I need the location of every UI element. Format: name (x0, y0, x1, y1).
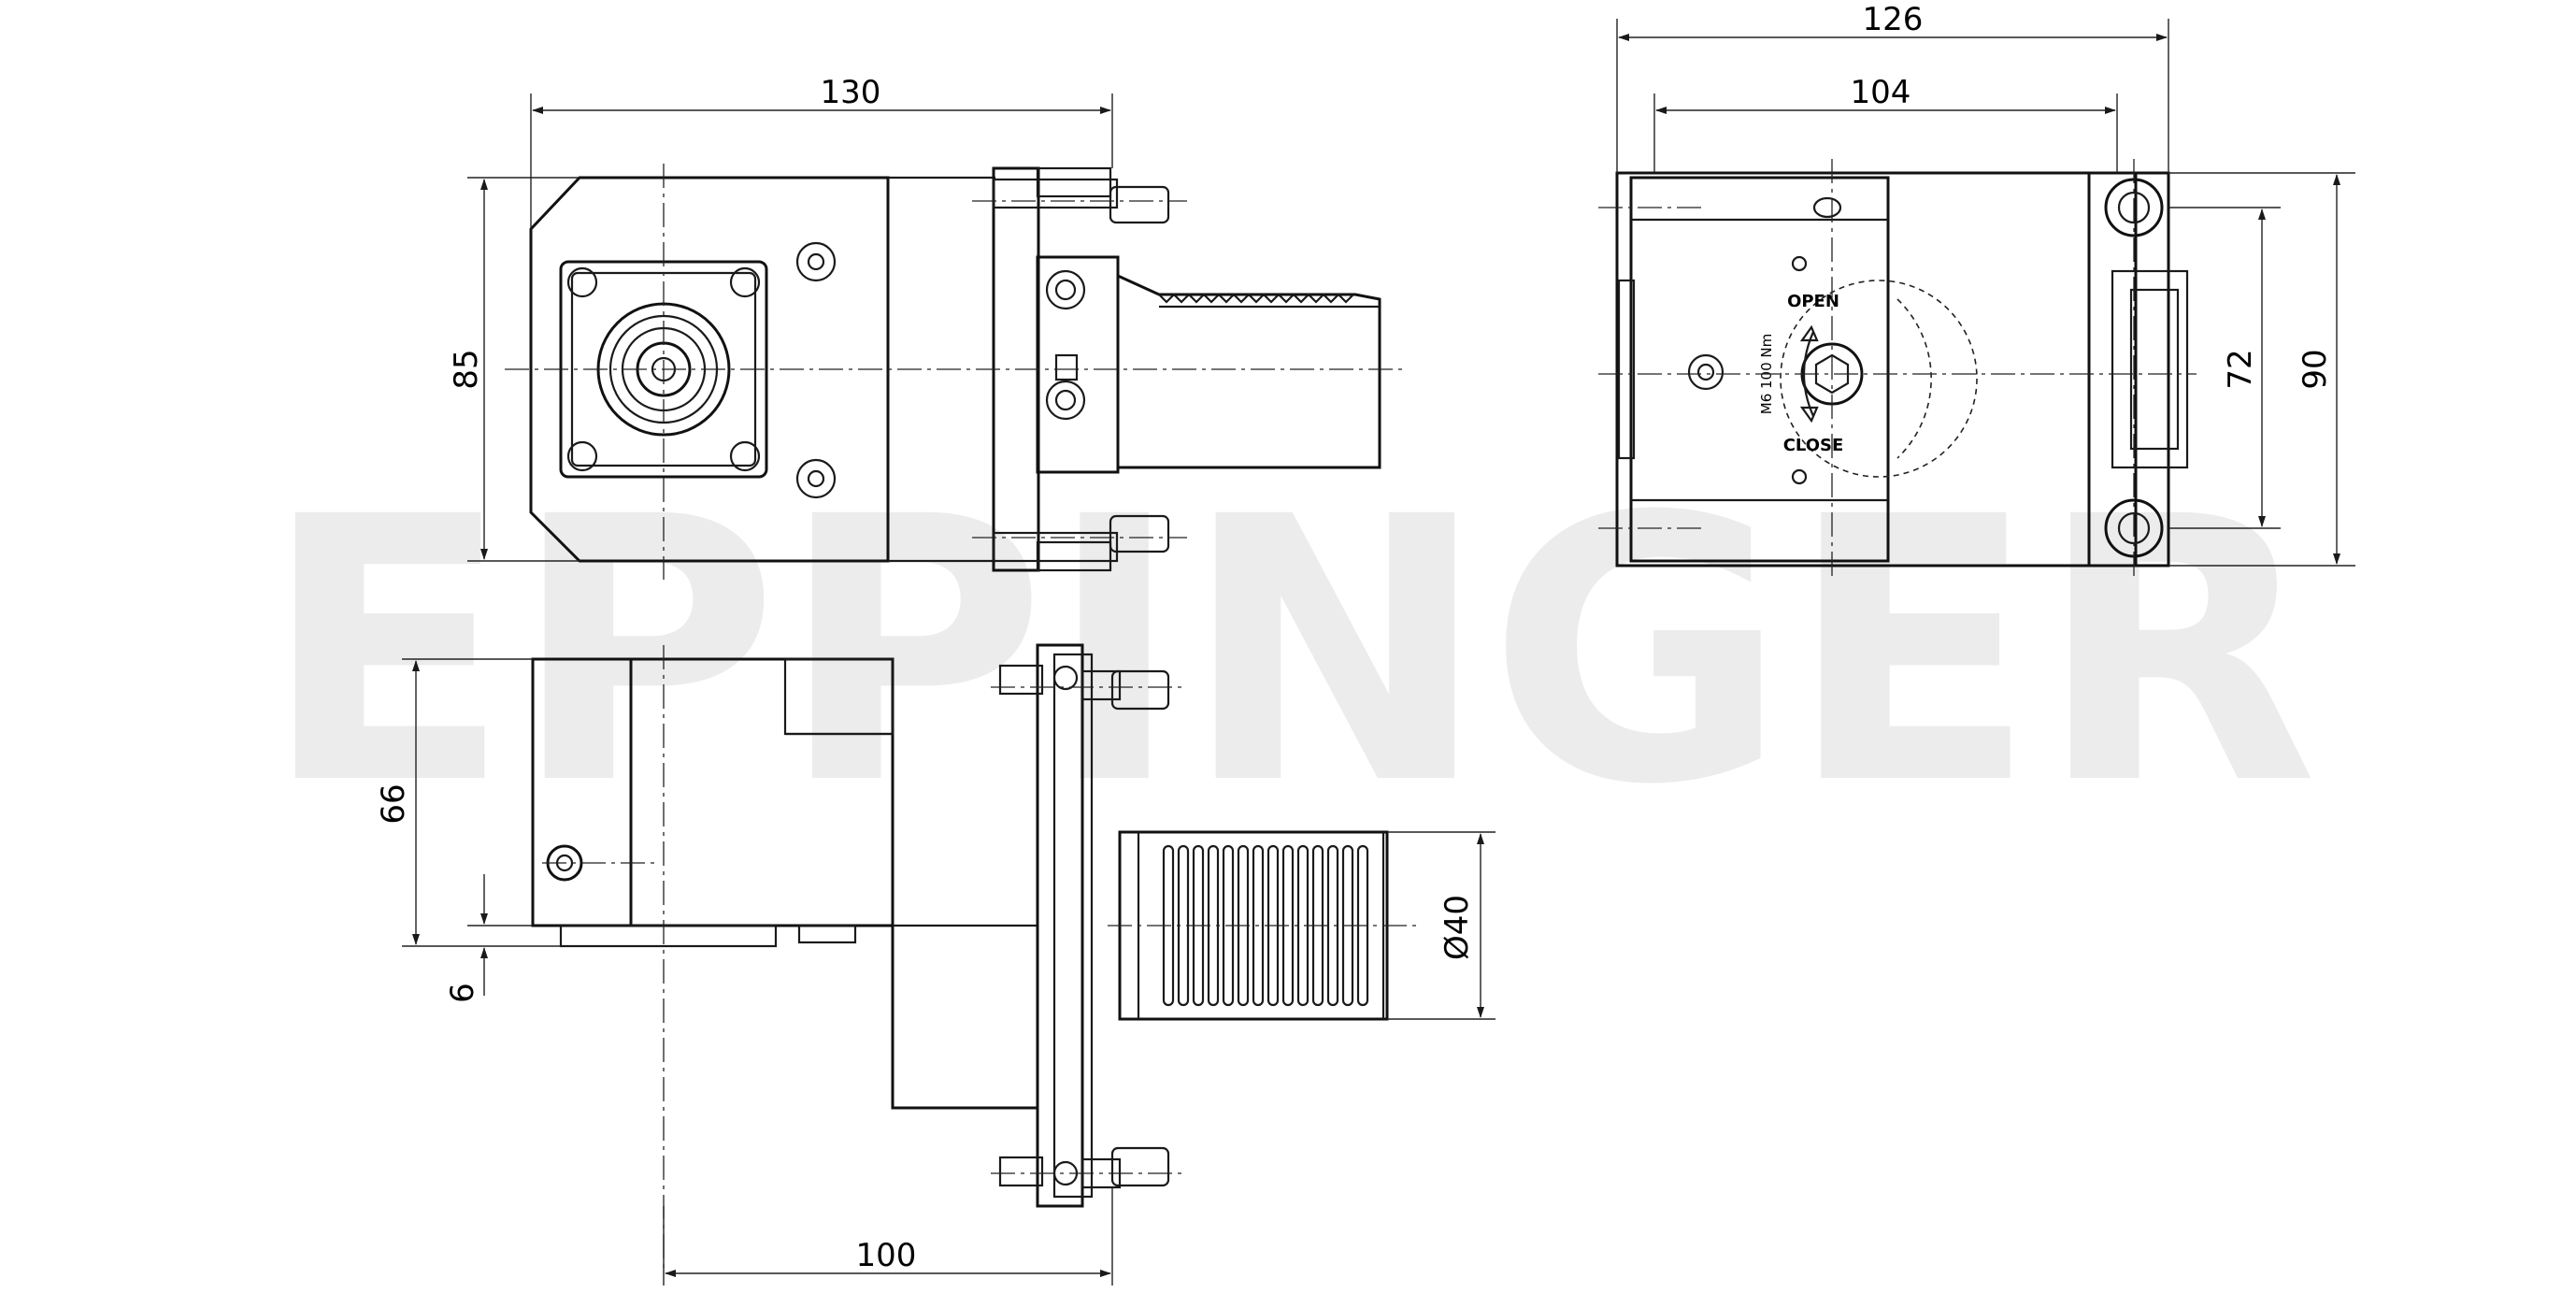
side-base-tab (797, 924, 857, 944)
dim-label-130: 130 (821, 74, 881, 111)
end-housing (1629, 176, 1890, 563)
thread-rib (1252, 844, 1265, 1007)
front-corner-screw-2 (729, 266, 761, 298)
front-view: 130 85 (448, 74, 1402, 580)
front-pin-upper-right (1109, 185, 1170, 224)
end-view: OPEN CLOSE M6 100 Nm 126 104 72 90 (1598, 1, 2355, 580)
end-flange-boss (2111, 269, 2189, 469)
side-flange (1036, 643, 1084, 1208)
front-bolt-top (795, 241, 837, 282)
dim-label-40: Ø40 (1438, 895, 1476, 960)
front-clamp-screw-top (1045, 269, 1086, 310)
end-side-tab (1617, 279, 1636, 460)
end-clamp-arc (1896, 298, 1932, 459)
end-flange (2087, 171, 2170, 567)
end-hex-socket (1814, 353, 1850, 395)
watermark: EPPINGER (262, 439, 2318, 864)
front-corner-screw-4 (729, 440, 761, 472)
end-body-outline (1615, 171, 2138, 567)
front-clamp-screw-top-inner (1054, 279, 1077, 301)
label-open: OPEN (1787, 292, 1839, 311)
dim-label-85: 85 (448, 349, 485, 389)
front-pin-lower-right (1109, 514, 1170, 553)
end-pin-top (1791, 255, 1808, 272)
front-bolt-top-inner (807, 252, 825, 271)
front-bolt-bottom (795, 458, 837, 499)
front-flange-bottom-lip (1036, 540, 1112, 572)
side-pin-bottom (1110, 1146, 1170, 1187)
side-pin-top-left (998, 664, 1044, 696)
dim-label-104: 104 (1851, 74, 1911, 111)
end-pin-bottom (1791, 468, 1808, 485)
side-flange-screw-top (1052, 665, 1079, 691)
side-flange-edge (1052, 653, 1094, 1199)
dim-label-100: 100 (856, 1237, 917, 1274)
front-clamp-screw-bottom (1045, 380, 1086, 421)
front-pin-lower-left (992, 531, 1119, 563)
dim-label-90: 90 (2297, 349, 2334, 389)
side-lower-step (891, 926, 1038, 1110)
watermark-text: EPPINGER (262, 439, 2318, 864)
label-close: CLOSE (1783, 436, 1844, 455)
front-pin-upper-left (992, 178, 1119, 209)
front-corner-screw-3 (566, 440, 598, 472)
front-clamp-screw-bottom-inner (1054, 389, 1077, 411)
dim-label-126: 126 (1863, 1, 1924, 38)
front-corner-screw-1 (566, 266, 598, 298)
front-bolt-bottom-inner (807, 469, 825, 488)
side-pin-top (1110, 669, 1170, 711)
end-clamp-circle (1780, 280, 1978, 478)
dim-label-6: 6 (444, 983, 481, 1003)
side-pin-top-base (1080, 669, 1122, 701)
side-base-plate (559, 924, 778, 948)
front-flange-top-lip (1036, 166, 1112, 198)
side-pin-bottom-left (998, 1156, 1044, 1187)
dim-label-66: 66 (375, 783, 412, 824)
side-view: 66 6 Ø40 100 (375, 643, 1496, 1286)
front-serration (1158, 293, 1354, 304)
end-arrow-close (1799, 406, 1819, 424)
end-arrow-open (1799, 324, 1819, 342)
end-top-hole (1812, 196, 1842, 219)
end-small-hole-inner (1696, 363, 1715, 381)
end-small-hole (1687, 353, 1724, 391)
end-flange-boss-inner (2129, 288, 2180, 451)
front-clamp-slot (1054, 353, 1079, 381)
dim-label-72: 72 (2222, 349, 2259, 389)
